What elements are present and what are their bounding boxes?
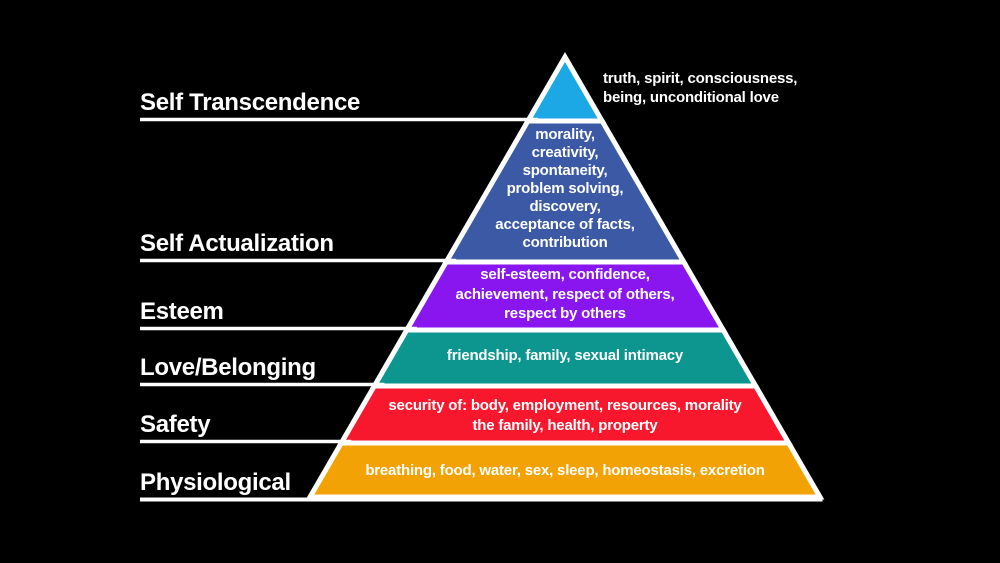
level-label-love-belonging: Love/Belonging bbox=[140, 353, 316, 381]
level-label-safety: Safety bbox=[140, 410, 211, 438]
level-items-self-transcendence: truth, spirit, consciousness, being, unc… bbox=[603, 70, 798, 106]
level-label-self-actualization: Self Actualization bbox=[140, 229, 334, 257]
level-items-physiological: breathing, food, water, sex, sleep, home… bbox=[365, 462, 765, 479]
level-items-esteem: self-esteem, confidence, achievement, re… bbox=[455, 266, 675, 322]
level-items-safety: security of: body, employment, resources… bbox=[388, 397, 742, 434]
level-label-self-transcendence: Self Transcendence bbox=[140, 88, 361, 116]
pyramid-level-self-transcendence bbox=[523, 52, 607, 124]
level-items-self-actualization: morality, creativity, spontaneity, probl… bbox=[495, 126, 635, 251]
level-label-physiological: Physiological bbox=[140, 468, 291, 496]
pyramid-level-physiological bbox=[305, 440, 825, 500]
level-label-esteem: Esteem bbox=[140, 297, 224, 325]
level-items-love-belonging: friendship, family, sexual intimacy bbox=[446, 347, 684, 364]
